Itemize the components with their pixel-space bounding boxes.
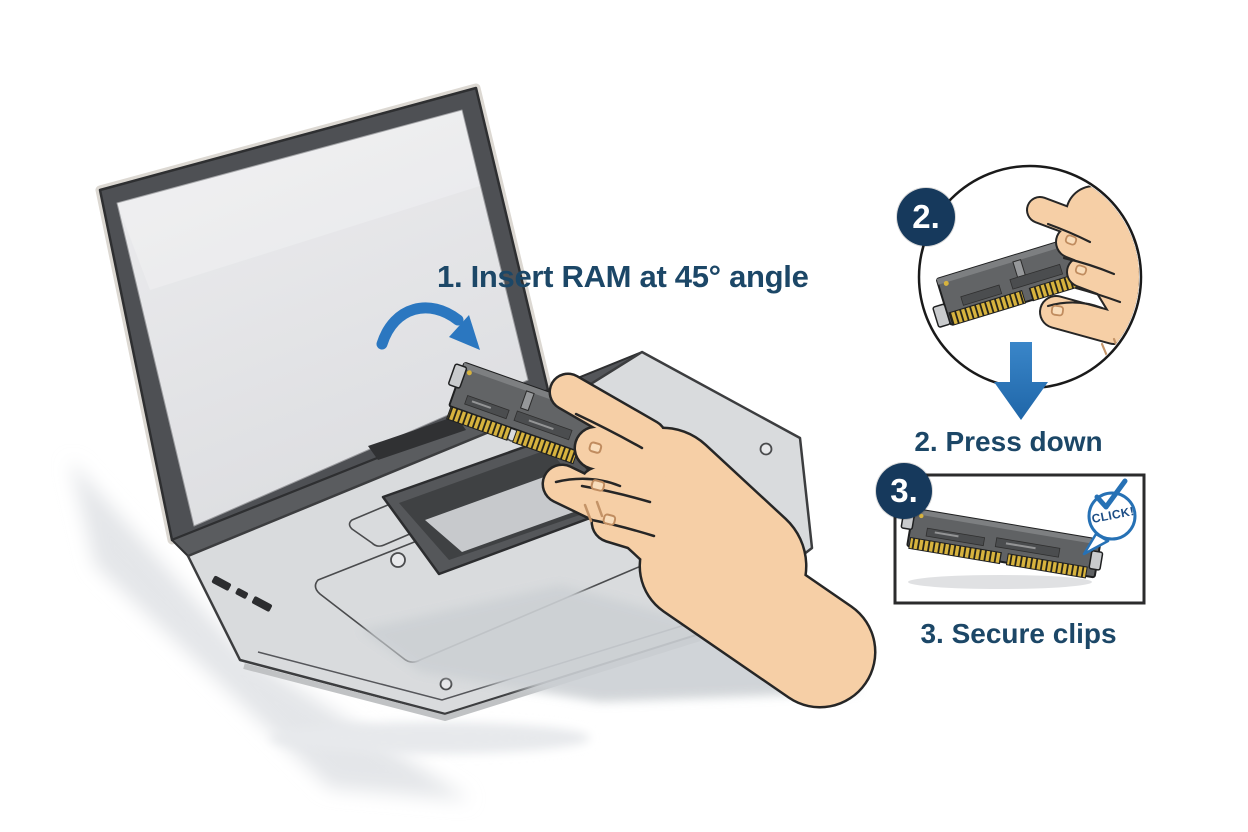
- ram-module-step3: [900, 507, 1104, 579]
- step3-label: 3. Secure clips: [920, 618, 1117, 649]
- step2-badge: 2.: [897, 188, 955, 246]
- arm-shadow: [360, 585, 858, 702]
- finger-creases: [554, 412, 656, 538]
- wrist-marks: [583, 500, 604, 523]
- hand-main: [541, 372, 877, 709]
- ram-markings: [471, 400, 554, 431]
- step2-label: 2. Press down: [914, 426, 1103, 457]
- step3-badge: 3.: [876, 463, 932, 519]
- step2-inset-content: [932, 185, 1139, 358]
- ram-chips: [464, 395, 573, 441]
- fingernails: [588, 441, 617, 526]
- side-ports: [211, 575, 273, 612]
- check-icon: [1094, 478, 1128, 510]
- ram-pins-left: [446, 405, 512, 441]
- ram-clip-left: [448, 363, 468, 389]
- laptop-cast-shadow: [70, 460, 590, 800]
- ram-socket: [368, 416, 466, 460]
- ram-pins-right: [512, 429, 578, 465]
- screen-display: [116, 109, 529, 527]
- ram-key-notch: [519, 390, 535, 412]
- click-bubble: [1082, 478, 1137, 556]
- screen-glare: [117, 110, 480, 290]
- curved-arrow-icon: [376, 302, 480, 350]
- ram-shadow-step3: [908, 575, 1092, 589]
- down-arrow-icon: [994, 342, 1048, 420]
- step1-label: 1. Insert RAM at 45° angle: [437, 259, 809, 294]
